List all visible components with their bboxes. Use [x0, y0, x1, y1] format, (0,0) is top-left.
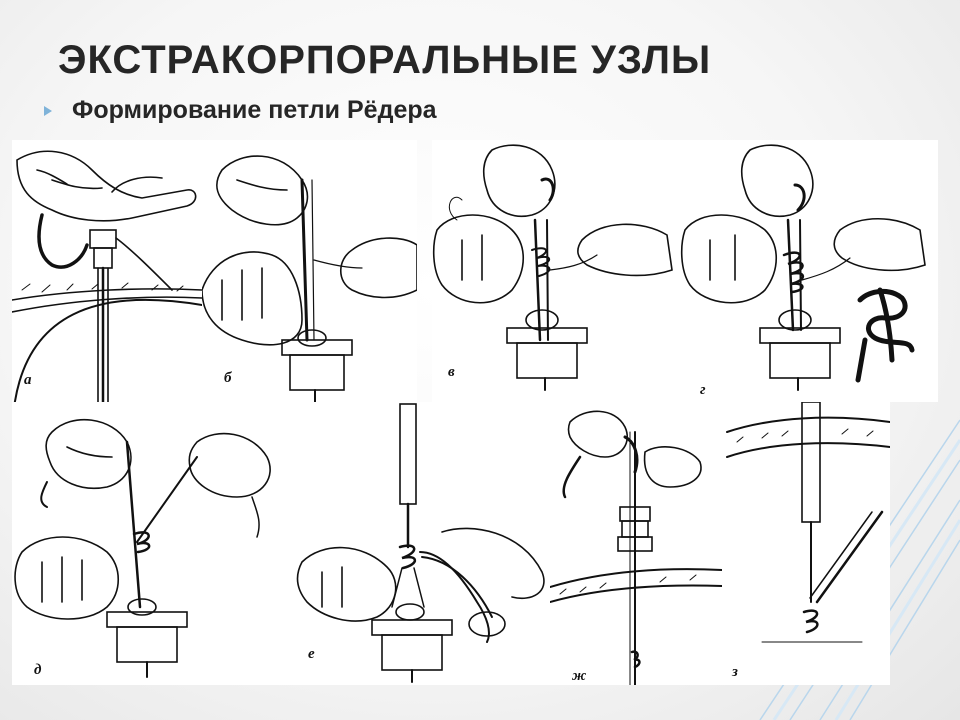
- panel-label-z: з: [732, 664, 738, 680]
- panel-label-g: г: [700, 382, 706, 398]
- panel-label-d: д: [34, 662, 42, 678]
- illustration-panel-zh: ж: [550, 402, 722, 685]
- illustration-panel-e: е: [292, 402, 550, 685]
- illustration-e-image: [296, 403, 545, 683]
- panel-label-e: е: [308, 646, 315, 662]
- illustration-panel-d: д: [12, 402, 292, 685]
- illustration-a-image: [12, 150, 202, 402]
- bullet-text: Формирование петли Рёдера: [72, 96, 437, 124]
- illustration-zh-image: [550, 410, 722, 685]
- illustration-z-image: [726, 402, 890, 643]
- illustration-panel-a: а: [12, 140, 202, 402]
- illustration-panel-b: б: [202, 140, 417, 402]
- panel-label-b: б: [224, 370, 232, 386]
- panel-label-v: в: [448, 364, 455, 380]
- bullet-item: Формирование петли Рёдера: [44, 96, 437, 125]
- panel-label-zh: ж: [572, 668, 587, 684]
- illustration-v-image: [432, 144, 673, 391]
- illustration-panel-v: в: [432, 140, 680, 402]
- illustration-d-image: [14, 418, 271, 678]
- slide-title: ЭКСТРАКОРПОРАЛЬНЫЕ УЗЛЫ: [58, 38, 712, 82]
- illustration-panel-g: г: [680, 140, 938, 402]
- illustration-g-image: [680, 144, 926, 391]
- panel-label-a: а: [24, 372, 32, 388]
- bullet-arrow-icon: [44, 105, 52, 116]
- illustration-b-image: [202, 155, 417, 402]
- illustration-panel-z: з: [722, 402, 890, 685]
